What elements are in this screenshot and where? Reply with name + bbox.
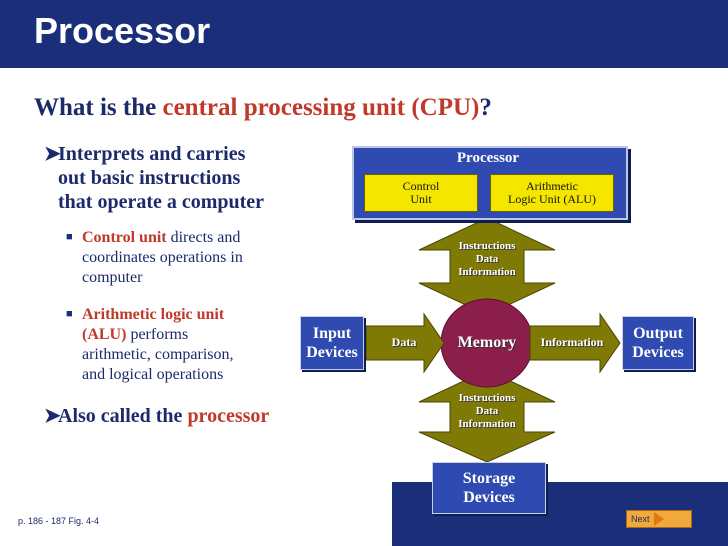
output-devices-box: Output Devices (622, 316, 694, 370)
storage-devices-box: Storage Devices (432, 462, 546, 514)
top-arrow-label-data: Data (475, 253, 499, 265)
subtitle-highlight: central processing unit (CPU) (162, 94, 480, 121)
bullet-2-prefix: Also called the (58, 405, 188, 427)
top-arrow-labels: Instructions Data Information (437, 240, 537, 279)
storage-devices-line-2: Devices (463, 489, 515, 506)
sub-bullet-2-line-2: performs (126, 326, 189, 343)
data-arrow (365, 312, 445, 374)
control-unit-box: Control Unit (364, 174, 478, 212)
next-button-label: Next (631, 514, 650, 524)
bottom-arrow-label-instructions: Instructions (458, 392, 516, 404)
bullet-1-line-3: that operate a computer (58, 191, 265, 213)
input-devices-line-1: Input (312, 325, 352, 342)
sub-bullet-2-highlight: Arithmetic logic unit (82, 306, 225, 323)
sub-bullet-2-line-4: and logical operations (82, 366, 224, 383)
sub-bullet-2-highlight-2: (ALU) (82, 326, 127, 343)
bullet-1-line-1: Interprets and carries (58, 143, 246, 165)
bullet-arrow-icon: ➤ (44, 143, 61, 165)
subtitle-suffix: ? (479, 94, 492, 121)
control-unit-line-2: Unit (410, 192, 432, 206)
sub-bullet-1-line-2: coordinates operations in (82, 249, 243, 266)
alu-box: Arithmetic Logic Unit (ALU) (490, 174, 614, 212)
title-bar (0, 0, 728, 68)
output-devices-line-1: Output (633, 325, 683, 342)
subtitle-prefix: What is the (34, 94, 163, 121)
bottom-arrow-label-information: Information (458, 418, 516, 430)
bullet-2: ➤ Also called the processor (44, 404, 269, 428)
bullet-2-highlight: processor (187, 405, 270, 427)
top-arrow-label-information: Information (458, 266, 516, 278)
bottom-arrow-label-data: Data (475, 405, 499, 417)
bullet-1: ➤ Interprets and carries out basic instr… (44, 142, 264, 214)
sub-bullet-1: ■ Control unit directs and coordinates o… (66, 228, 296, 288)
information-arrow (529, 312, 621, 374)
next-button[interactable]: Next (626, 510, 692, 528)
square-bullet-icon: ■ (66, 231, 73, 243)
input-devices-box: Input Devices (300, 316, 364, 370)
sub-bullet-1-highlight: Control unit (82, 229, 167, 246)
alu-line-1: Arithmetic (526, 179, 578, 193)
bullet-arrow-icon: ➤ (44, 405, 61, 427)
sub-bullet-2: ■ Arithmetic logic unit (ALU) performs a… (66, 305, 296, 385)
information-label: Information (540, 335, 604, 349)
bottom-arrow-labels: Instructions Data Information (437, 392, 537, 431)
storage-devices-line-1: Storage (462, 470, 516, 487)
sub-bullet-1-line-1: directs and (166, 229, 241, 246)
memory-label: Memory (457, 334, 517, 351)
control-unit-line-1: Control (402, 179, 440, 193)
square-bullet-icon: ■ (66, 308, 73, 320)
page-title: Processor (34, 10, 211, 51)
bullet-1-line-2: out basic instructions (58, 167, 241, 189)
alu-line-2: Logic Unit (ALU) (508, 192, 596, 206)
figure-caption: p. 186 - 187 Fig. 4-4 (18, 516, 100, 526)
top-arrow-label-instructions: Instructions (458, 240, 516, 252)
processor-label: Processor (456, 150, 520, 166)
next-arrow-icon (653, 512, 664, 526)
input-devices-line-2: Devices (306, 344, 358, 361)
sub-bullet-2-line-3: arithmetic, comparison, (82, 346, 234, 363)
subtitle: What is the central processing unit (CPU… (34, 94, 492, 122)
data-label: Data (391, 335, 417, 349)
sub-bullet-1-line-3: computer (82, 269, 143, 286)
output-devices-line-2: Devices (632, 344, 684, 361)
